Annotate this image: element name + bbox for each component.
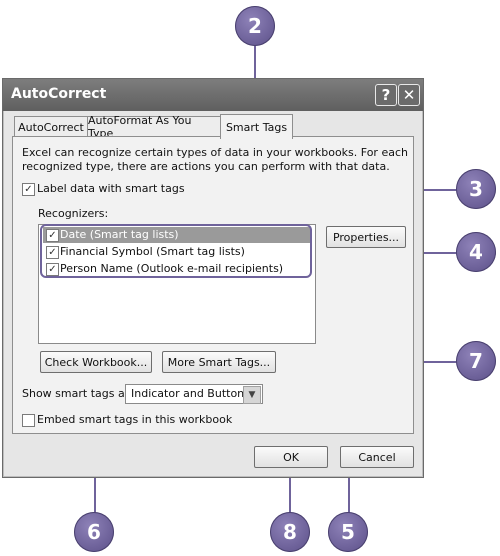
ok-button[interactable]: OK [254,446,328,468]
close-button[interactable]: ✕ [398,84,420,106]
label-data-checkbox[interactable]: ✓ [22,183,35,196]
more-smart-tags-button[interactable]: More Smart Tags... [162,351,276,373]
tab-smart-tags[interactable]: Smart Tags [220,114,293,139]
cancel-button[interactable]: Cancel [340,446,414,468]
label-data-checkbox-label[interactable]: Label data with smart tags [37,182,185,195]
tab-autoformat-as-you-type[interactable]: AutoFormat As You Type [87,114,221,140]
embed-smart-tags-label[interactable]: Embed smart tags in this workbook [37,413,233,426]
checkmark-icon: ✓ [48,264,57,275]
callout-5: 5 [328,512,368,552]
description-line-1: Excel can recognize certain types of dat… [22,146,408,159]
recognizer-item-financial-symbol[interactable]: ✓ Financial Symbol (Smart tag lists) [43,244,311,260]
recognizer-checkbox[interactable]: ✓ [46,229,59,242]
callout-8-line [289,466,291,514]
checkmark-icon: ✓ [24,184,33,195]
show-smart-tags-label: Show smart tags as [22,387,131,400]
checkmark-icon: ✓ [48,247,57,258]
show-smart-tags-value: Indicator and Button [131,387,245,400]
chevron-down-icon[interactable]: ▼ [243,386,261,404]
tab-autocorrect[interactable]: AutoCorrect [14,116,88,137]
callout-2: 2 [235,6,275,46]
recognizers-label: Recognizers: [38,207,109,220]
embed-smart-tags-checkbox[interactable] [22,414,35,427]
recognizer-checkbox[interactable]: ✓ [46,263,59,276]
callout-7: 7 [456,341,496,381]
recognizer-item-date[interactable]: ✓ Date (Smart tag lists) [43,227,311,243]
show-smart-tags-select[interactable]: Indicator and Button ▼ [125,384,263,404]
window-title: AutoCorrect [11,86,107,102]
title-bar: AutoCorrect ? ✕ [3,79,423,111]
recognizer-item-label: Financial Symbol (Smart tag lists) [60,245,245,258]
callout-3: 3 [456,169,496,209]
callout-6: 6 [74,512,114,552]
check-workbook-button[interactable]: Check Workbook... [40,351,152,373]
callout-4-bracket [40,224,312,278]
recognizer-item-label: Person Name (Outlook e-mail recipients) [60,262,284,275]
help-button[interactable]: ? [375,84,397,106]
properties-button[interactable]: Properties... [326,226,406,248]
help-icon: ? [381,86,391,104]
callout-4: 4 [456,232,496,272]
description-line-2: recognized type, there are actions you c… [22,160,390,173]
recognizers-list[interactable]: ✓ Date (Smart tag lists) ✓ Financial Sym… [38,224,316,344]
callout-8: 8 [270,512,310,552]
recognizer-item-person-name[interactable]: ✓ Person Name (Outlook e-mail recipients… [43,261,311,277]
close-icon: ✕ [402,86,416,104]
checkmark-icon: ✓ [48,230,57,241]
recognizer-item-label: Date (Smart tag lists) [60,228,179,241]
recognizer-checkbox[interactable]: ✓ [46,246,59,259]
